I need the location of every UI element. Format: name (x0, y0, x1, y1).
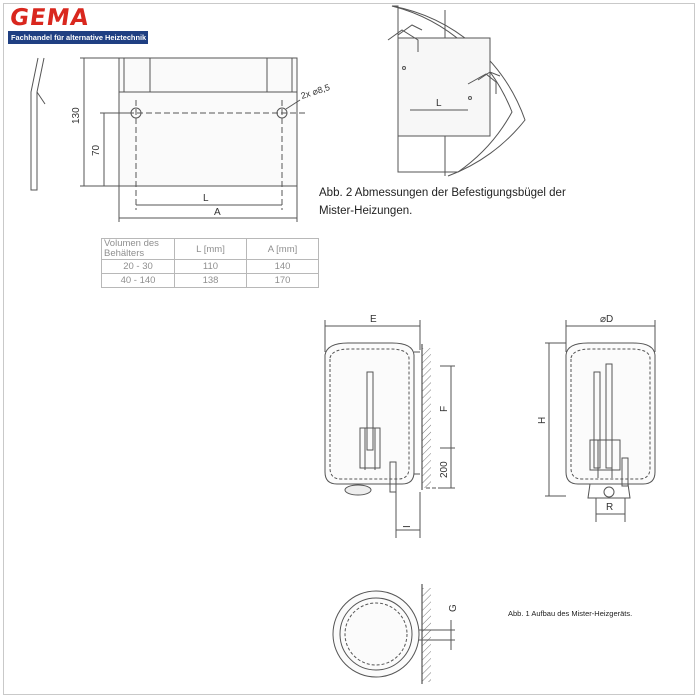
caption-figure-1: Abb. 1 Aufbau des Mister-Heizgeräts. (508, 609, 633, 618)
table-cell: 138 (174, 273, 247, 288)
heater-lower-label: 200 (439, 461, 450, 478)
heater-bottom-label: I (402, 525, 413, 528)
heater-width-label: E (370, 314, 377, 325)
bracket-width-label: A (214, 207, 221, 218)
mounting-detail-label: L (436, 98, 442, 109)
table-header-volume: Volumen des Behälters (101, 238, 175, 260)
table-row: 20 - 30 110 140 (101, 259, 319, 274)
table-cell: 140 (246, 259, 319, 274)
heater-height-label: H (537, 417, 548, 424)
heater-upper-label: F (439, 406, 450, 412)
caption-figure-2: Abb. 2 Abmessungen der Befestigungsbügel… (319, 187, 566, 217)
table-cell: 110 (174, 259, 247, 274)
table-cell: 170 (246, 273, 319, 288)
bracket-front-view (80, 57, 305, 222)
table-header-row: Volumen des Behälters L [mm] A [mm] (101, 238, 319, 260)
table-row: 40 - 140 138 170 (101, 273, 319, 288)
table-cell: 40 - 140 (101, 273, 175, 288)
logo-tagline: Fachhandel für alternative Heiztechnik (8, 31, 148, 44)
mounting-detail-view (387, 5, 526, 177)
heater-outlet-label: R (606, 502, 613, 513)
dimension-table: Volumen des Behälters L [mm] A [mm] 20 -… (101, 238, 319, 288)
heater-front-view (324, 320, 455, 538)
heater-diameter-label: ⌀D (600, 314, 613, 325)
wall-hatch-front (422, 348, 431, 488)
bracket-hole-spacing-label: L (203, 193, 209, 204)
bracket-side-profile (30, 57, 46, 191)
bracket-height-label: 130 (71, 107, 82, 124)
page-frame (3, 3, 695, 695)
heater-top-view (332, 590, 455, 678)
table-header-l: L [mm] (174, 238, 247, 260)
bracket-hole-height-label: 70 (91, 144, 102, 156)
wall-hatch-top (422, 588, 431, 682)
bracket-hole-note: 2x ⌀8,5 (300, 82, 332, 101)
heater-side-view (545, 320, 656, 522)
heater-wall-gap-label: G (448, 604, 459, 612)
gema-logo: GEMA Fachhandel für alternative Heiztech… (8, 5, 148, 44)
table-cell: 20 - 30 (101, 259, 175, 274)
table-header-a: A [mm] (246, 238, 319, 260)
